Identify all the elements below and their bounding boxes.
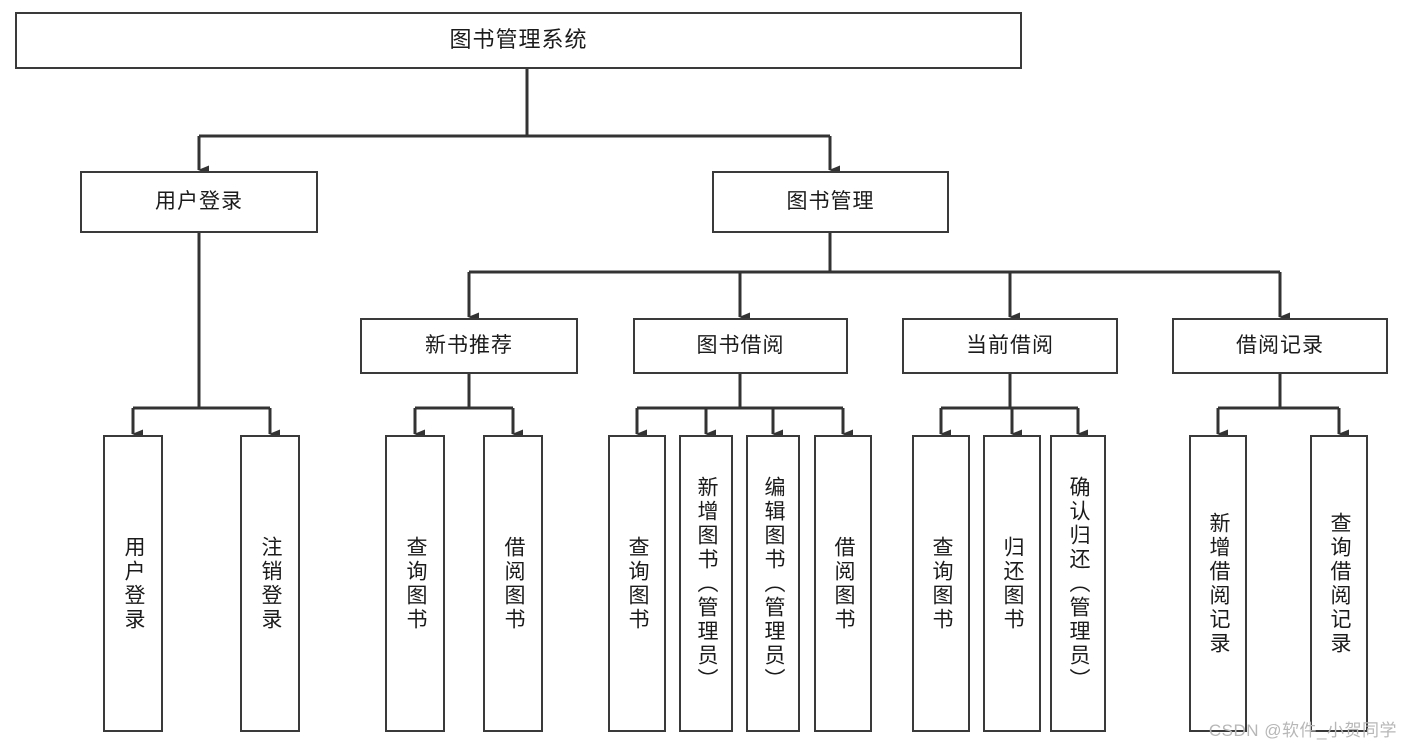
node-leaf-logout-label: 注销登录: [259, 535, 282, 632]
node-leaf-borrow-book-rec-label: 借阅图书: [502, 535, 525, 632]
node-leaf-confirm-return[interactable]: 确认归还（管理员）: [1050, 435, 1106, 732]
node-new-book-recommend-label: 新书推荐: [425, 334, 513, 358]
node-leaf-logout[interactable]: 注销登录: [240, 435, 300, 732]
node-leaf-return-book[interactable]: 归还图书: [983, 435, 1041, 732]
node-root-label: 图书管理系统: [449, 27, 588, 53]
node-leaf-edit-book-label: 编辑图书（管理员）: [762, 475, 785, 692]
node-leaf-query-book-rec-label: 查询图书: [404, 535, 427, 632]
node-user-login[interactable]: 用户登录: [80, 171, 318, 233]
node-root[interactable]: 图书管理系统: [15, 12, 1022, 69]
watermark: CSDN @软件_小贺同学: [1208, 721, 1397, 740]
node-leaf-borrow-book-rec[interactable]: 借阅图书: [483, 435, 543, 732]
node-leaf-user-login[interactable]: 用户登录: [103, 435, 163, 732]
node-book-manage[interactable]: 图书管理: [712, 171, 949, 233]
node-leaf-query-book-borrow-label: 查询图书: [626, 535, 649, 632]
node-leaf-confirm-return-label: 确认归还（管理员）: [1067, 475, 1090, 692]
node-leaf-borrow-book[interactable]: 借阅图书: [814, 435, 872, 732]
node-current-borrow-label: 当前借阅: [966, 334, 1054, 358]
node-current-borrow[interactable]: 当前借阅: [902, 318, 1118, 374]
node-leaf-query-book-borrow[interactable]: 查询图书: [608, 435, 666, 732]
node-book-borrow-label: 图书借阅: [696, 334, 785, 358]
node-borrow-record[interactable]: 借阅记录: [1172, 318, 1388, 374]
node-leaf-edit-book[interactable]: 编辑图书（管理员）: [746, 435, 800, 732]
node-leaf-add-record-label: 新增借阅记录: [1207, 511, 1230, 656]
node-leaf-query-record-label: 查询借阅记录: [1328, 511, 1351, 656]
node-new-book-recommend[interactable]: 新书推荐: [360, 318, 578, 374]
node-leaf-add-book-label: 新增图书（管理员）: [695, 475, 718, 692]
node-leaf-add-record[interactable]: 新增借阅记录: [1189, 435, 1247, 732]
node-borrow-record-label: 借阅记录: [1236, 334, 1324, 358]
node-leaf-borrow-book-label: 借阅图书: [832, 535, 855, 632]
node-leaf-query-book-cur[interactable]: 查询图书: [912, 435, 970, 732]
node-user-login-label: 用户登录: [155, 190, 243, 214]
node-leaf-query-book-cur-label: 查询图书: [930, 535, 953, 632]
node-book-borrow[interactable]: 图书借阅: [633, 318, 848, 374]
node-leaf-return-book-label: 归还图书: [1001, 535, 1024, 632]
node-leaf-add-book[interactable]: 新增图书（管理员）: [679, 435, 733, 732]
node-leaf-query-record[interactable]: 查询借阅记录: [1310, 435, 1368, 732]
node-book-manage-label: 图书管理: [786, 190, 875, 214]
node-leaf-user-login-label: 用户登录: [122, 535, 145, 632]
node-leaf-query-book-rec[interactable]: 查询图书: [385, 435, 445, 732]
